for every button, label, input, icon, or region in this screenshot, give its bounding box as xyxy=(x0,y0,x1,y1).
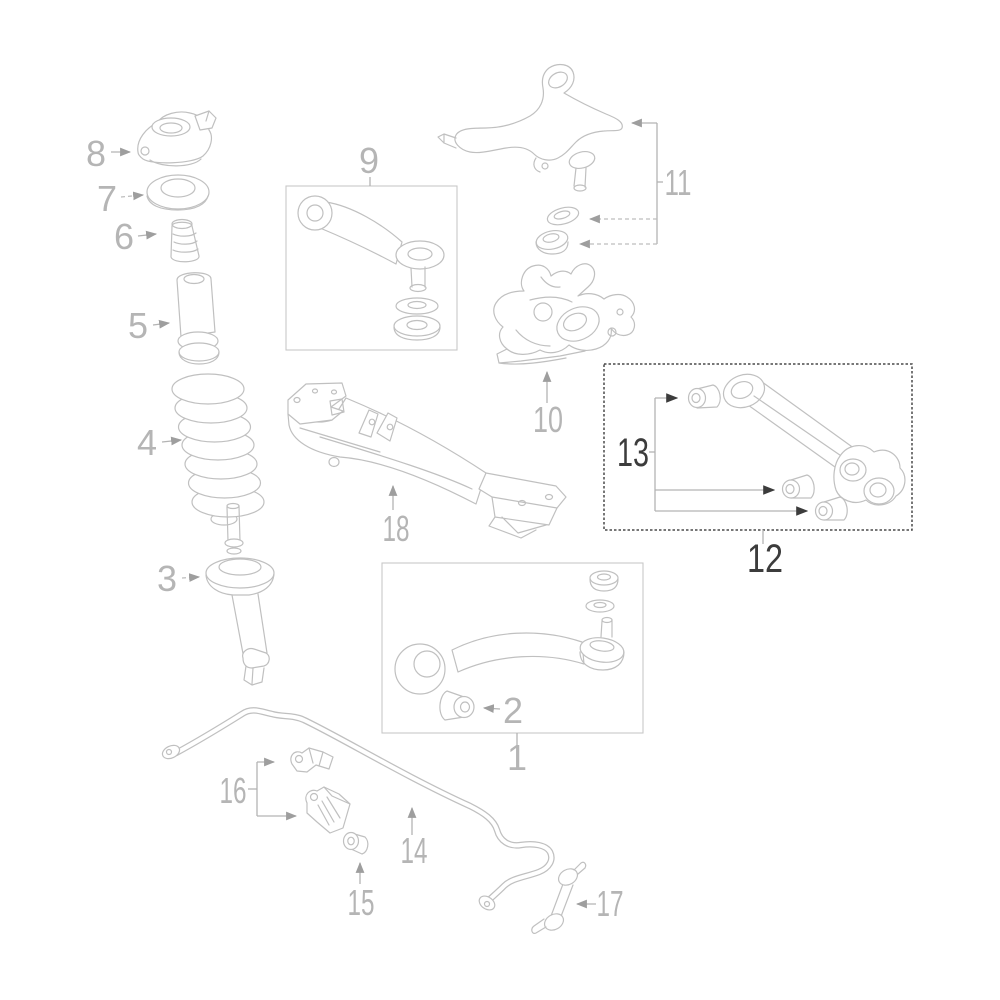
coil-spring-part xyxy=(171,373,265,526)
part-15-label: 15 xyxy=(348,882,375,923)
part-8-label: 8 xyxy=(86,133,106,174)
steering-knuckle-part xyxy=(493,263,636,365)
kit-box-1 xyxy=(381,562,644,734)
part-6-label: 6 xyxy=(114,216,134,257)
part-16-label: 16 xyxy=(220,770,247,811)
leader-6 xyxy=(137,230,158,240)
leader-16 xyxy=(248,757,298,821)
part-7-label: 7 xyxy=(97,178,117,219)
upper-control-arm-part xyxy=(437,63,623,255)
part-3-label: 3 xyxy=(157,558,177,599)
link-bushing-part xyxy=(439,690,475,721)
part-4-label: 4 xyxy=(137,422,157,463)
part-10-label: 10 xyxy=(533,399,563,440)
part-14-label: 14 xyxy=(401,830,428,871)
upper-link-part xyxy=(297,195,445,341)
part-9-label: 9 xyxy=(359,140,379,181)
spring-seat-ring-part xyxy=(146,174,210,211)
part-13-label: 13 xyxy=(617,431,649,475)
leader-11 xyxy=(578,118,663,249)
stabilizer-bar-part xyxy=(161,707,555,911)
strut-mount-part xyxy=(137,110,217,167)
part-12-label: 12 xyxy=(747,537,783,581)
leader-13 xyxy=(649,393,809,516)
part-11-label: 11 xyxy=(665,162,692,203)
leader-2 xyxy=(482,704,501,714)
stabilizer-brackets-part xyxy=(290,747,351,834)
part-17-label: 17 xyxy=(597,883,624,924)
crossmember-part xyxy=(287,382,567,539)
kit-box-9 xyxy=(285,185,458,351)
part-1-label: 1 xyxy=(507,737,527,778)
kit-box-12 xyxy=(603,363,913,531)
leader-7 xyxy=(120,191,145,201)
lower-link-part xyxy=(394,570,625,695)
part-2-label: 2 xyxy=(503,690,523,731)
leader-4 xyxy=(161,436,183,446)
link-bushings-part xyxy=(687,384,848,521)
part-5-label: 5 xyxy=(128,305,148,346)
shock-absorber-part xyxy=(205,502,275,686)
leader-5 xyxy=(152,319,171,329)
dust-boot-part xyxy=(176,272,220,365)
stabilizer-bushing-part xyxy=(342,831,369,855)
lateral-link-part xyxy=(722,373,906,506)
part-18-label: 18 xyxy=(383,508,410,549)
stabilizer-link-part xyxy=(531,861,587,934)
leader-3 xyxy=(181,573,201,582)
bump-stop-part xyxy=(170,218,200,263)
